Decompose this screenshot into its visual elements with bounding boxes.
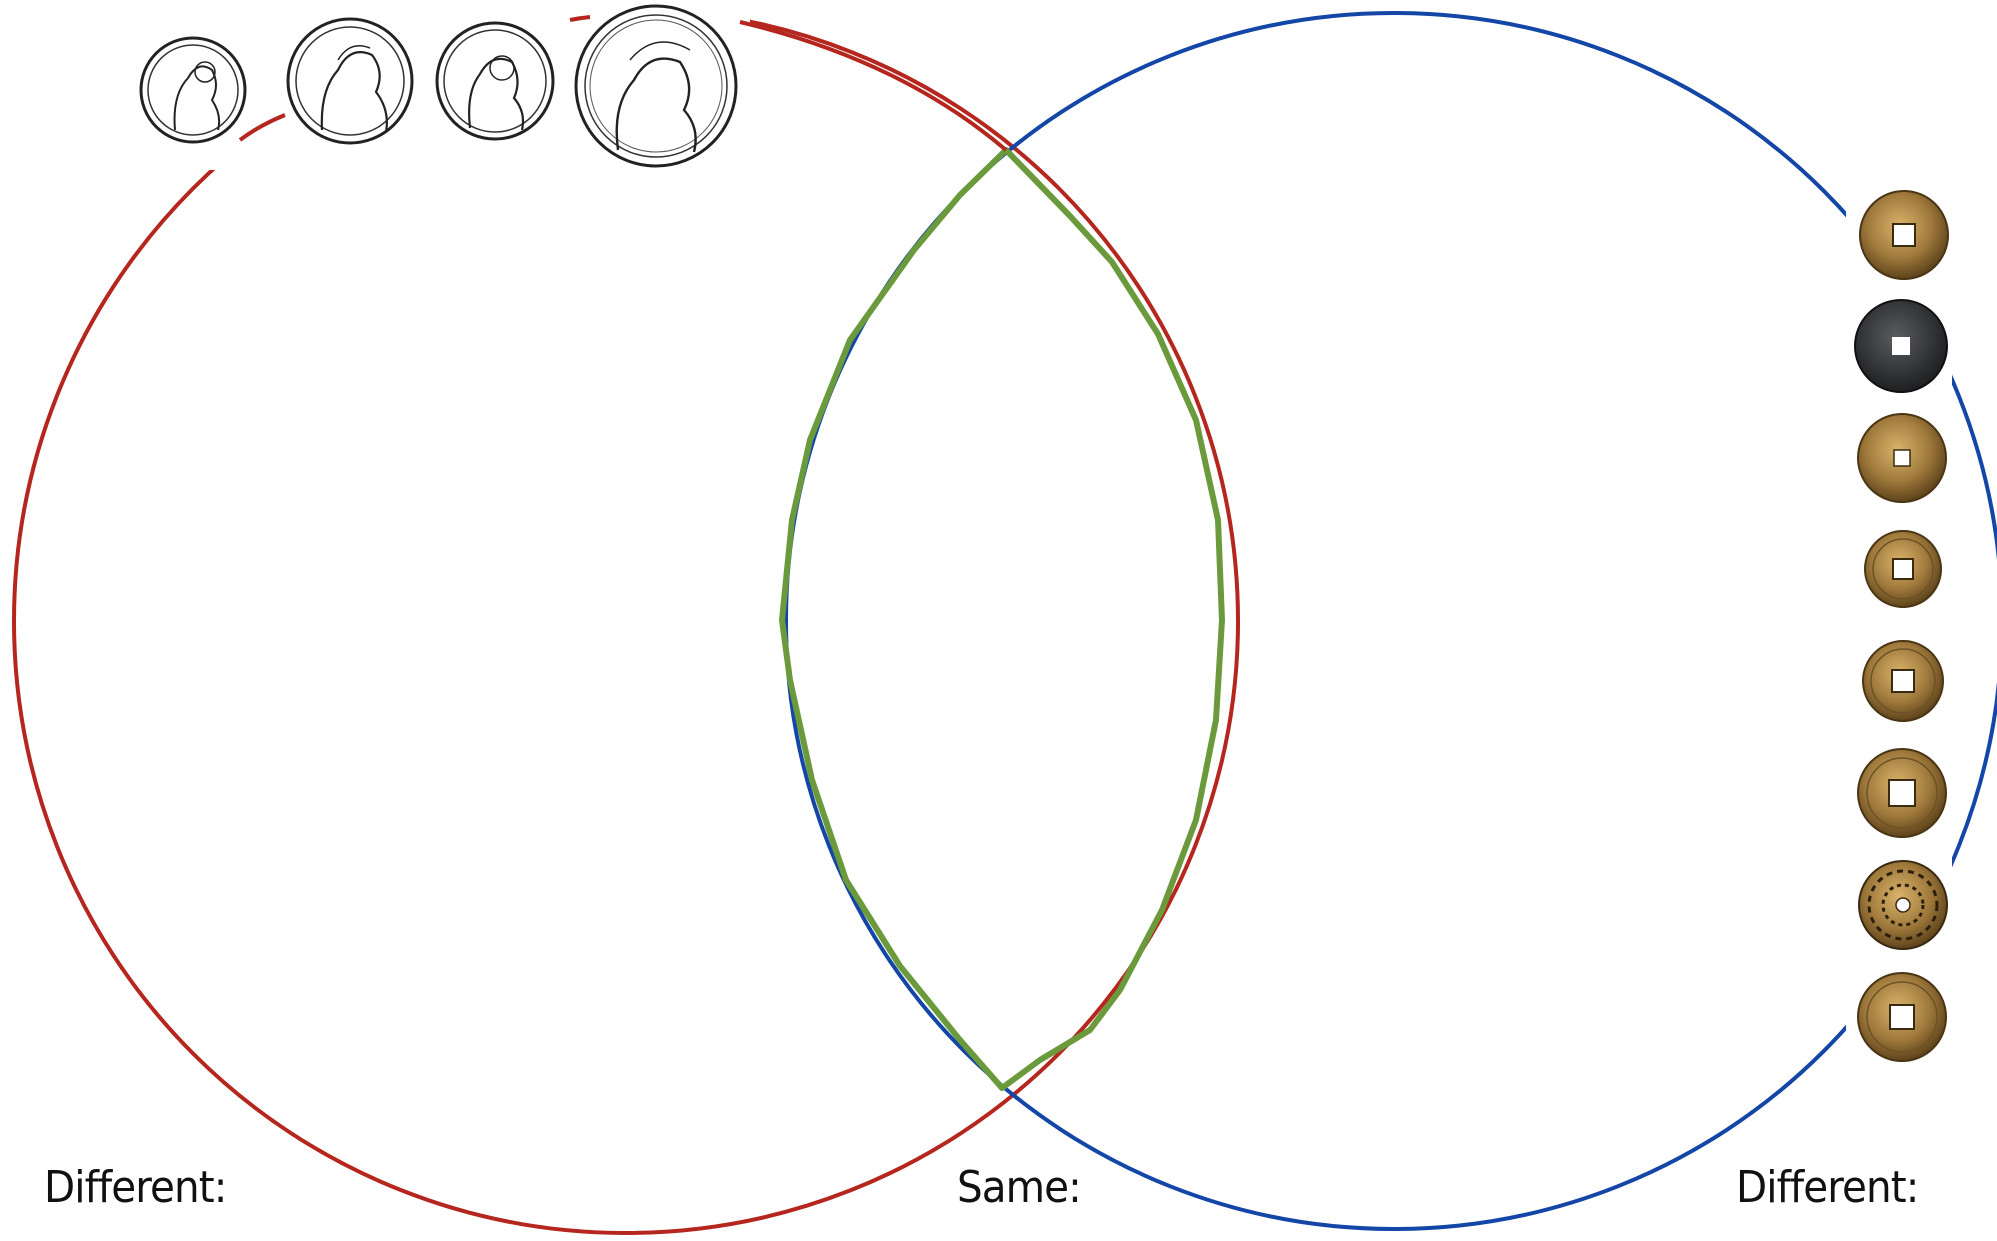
chinese-coin-6-icon (1858, 749, 1946, 837)
left-circle-arc-fragment (740, 22, 1006, 150)
quarter-icon (576, 6, 736, 166)
overlap-outline (782, 150, 1222, 1088)
chinese-coin-7-icon (1859, 861, 1947, 949)
label-same: Same: (957, 1162, 1081, 1213)
chinese-coin-5-icon (1863, 641, 1943, 721)
chinese-coin-3-icon (1858, 414, 1946, 502)
penny-icon (141, 38, 245, 142)
chinese-coin-8-icon (1858, 973, 1946, 1061)
nickel-icon (288, 19, 412, 143)
chinese-coin-2-icon (1855, 300, 1947, 392)
chinese-coin-4-icon (1865, 531, 1941, 607)
label-different-right: Different: (1736, 1162, 1918, 1213)
chinese-coin-1-icon (1860, 191, 1948, 279)
label-different-left: Different: (44, 1162, 226, 1213)
dime-icon (437, 23, 553, 139)
